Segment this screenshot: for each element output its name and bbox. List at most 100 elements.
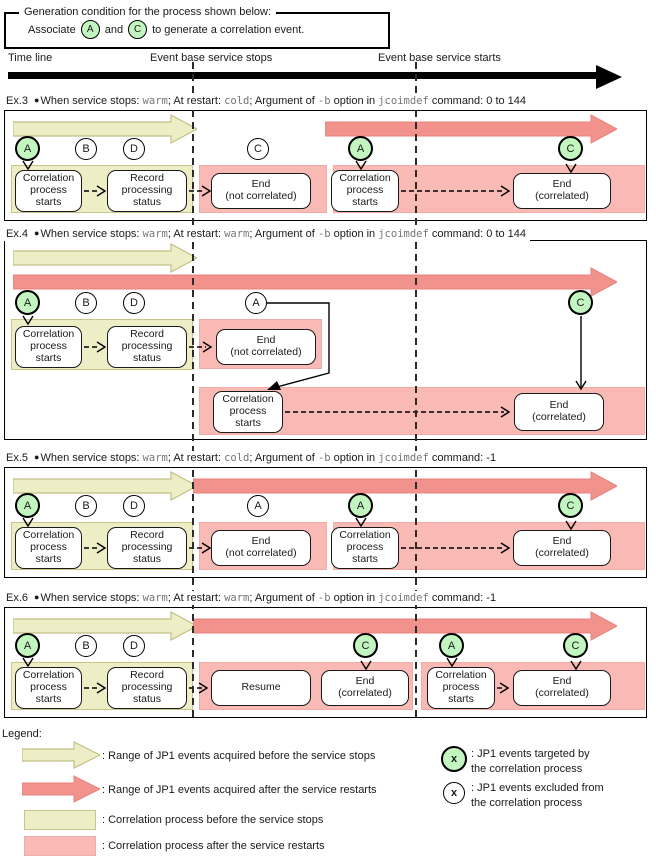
corr-process-starts-box: Correlation process starts (15, 527, 82, 569)
corr-process-starts-box: Correlation process starts (15, 326, 82, 368)
ex4-panel: Correlation process starts Record proces… (4, 240, 647, 440)
command-name: jcoimdef (378, 592, 429, 604)
event-c-circle: C (568, 290, 593, 315)
end-correlated-box: End (correlated) (513, 530, 611, 566)
pink-range-arrow-swatch (22, 775, 100, 803)
after-restart-range-arrow (13, 267, 617, 297)
service-start-dashed-line (415, 62, 417, 718)
option-value: 0 to 144 (486, 95, 527, 107)
label-text: option in (330, 228, 379, 240)
after-restart-range-arrow (193, 611, 617, 641)
condition-text-post: to generate a correlation event. (152, 23, 305, 36)
service-stops-label: Event base service stops (150, 52, 273, 64)
option-name: -b (317, 592, 331, 604)
legend-excluded-label: : JP1 events excluded from the correlati… (471, 782, 604, 809)
corr-process-starts-box: Correlation process starts (331, 170, 399, 212)
yellow-region-swatch (24, 810, 96, 830)
event-b-circle: B (75, 138, 97, 160)
condition-text-mid: and (104, 23, 124, 36)
event-d-circle: D (123, 292, 145, 314)
ex5-panel: Correlation process starts Record proces… (4, 467, 647, 578)
legend-title: Legend: (2, 728, 42, 740)
label-text: ; At restart: (167, 95, 225, 107)
event-a-circle: A (15, 290, 40, 315)
stop-mode: warm (142, 228, 168, 240)
event-b-circle: B (75, 292, 97, 314)
event-b-circle: B (75, 495, 97, 517)
before-stop-range-arrow (13, 114, 197, 144)
event-a-circle: A (439, 633, 464, 658)
event-a-excluded-circle: A (247, 495, 269, 517)
end-not-correlated-box: End (not correlated) (211, 173, 311, 209)
label-text: ; At restart: (167, 228, 225, 240)
event-d-circle: D (123, 635, 145, 657)
before-stop-range-arrow (13, 611, 197, 641)
restart-mode: warm (224, 592, 250, 604)
ex3-number: Ex.3 (6, 95, 29, 107)
event-c-circle: C (558, 136, 583, 161)
yellow-range-arrow-swatch (22, 741, 100, 769)
record-status-box: Record processing status (107, 667, 187, 709)
event-c-excluded-circle: C (247, 138, 269, 160)
legend-before-range-label: : Range of JP1 events acquired before th… (102, 750, 376, 762)
label-text: ; At restart: (167, 592, 225, 604)
stop-mode: warm (142, 95, 168, 107)
restart-mode: warm (224, 228, 250, 240)
label-text: command: (428, 95, 487, 107)
restart-mode: cold (224, 95, 250, 107)
end-correlated-box: End (correlated) (514, 393, 604, 431)
after-restart-range-arrow (325, 114, 617, 144)
ex6-panel: Correlation process starts Record proces… (4, 607, 647, 718)
ex5-label: Ex.5 ●When service stops: warm; At restar… (2, 451, 501, 465)
label-text: When service stops: (40, 452, 143, 464)
option-name: -b (317, 228, 331, 240)
event-d-circle: D (123, 138, 145, 160)
event-c-circle: C (563, 633, 588, 658)
label-text: ; At restart: (167, 452, 225, 464)
label-text: ; Argument of (249, 452, 318, 464)
command-name: jcoimdef (378, 95, 429, 107)
stop-mode: warm (142, 592, 168, 604)
corr-process-starts-box: Correlation process starts (331, 527, 399, 569)
end-not-correlated-box: End (not correlated) (211, 530, 311, 566)
event-c-circle: C (558, 493, 583, 518)
label-text: When service stops: (40, 95, 143, 107)
stop-mode: warm (142, 452, 168, 464)
end-not-correlated-box: End (not correlated) (216, 329, 316, 365)
command-name: jcoimdef (378, 228, 429, 240)
legend-targeted-label: : JP1 events targeted by the correlation… (471, 748, 590, 775)
end-correlated-box: End (correlated) (513, 670, 611, 706)
legend-after-process-label: : Correlation process after the service … (102, 840, 325, 852)
event-d-circle: D (123, 495, 145, 517)
label-text: When service stops: (40, 228, 143, 240)
targeted-event-icon: x (441, 746, 467, 772)
label-text: command: (428, 592, 487, 604)
ex4-number: Ex.4 (6, 228, 29, 240)
timeline-arrow (8, 65, 622, 89)
before-stop-range-arrow (13, 243, 197, 273)
condition-text-pre: Associate (28, 23, 76, 36)
ex3-panel: Correlation process starts Record proces… (4, 110, 647, 221)
option-value: 0 to 144 (486, 228, 527, 240)
event-c-circle: C (353, 633, 378, 658)
option-value: -1 (486, 452, 497, 464)
option-name: -b (317, 95, 331, 107)
event-c-icon: C (128, 20, 148, 39)
pink-region-swatch (24, 836, 96, 856)
ex5-number: Ex.5 (6, 452, 29, 464)
record-status-box: Record processing status (107, 326, 187, 368)
bullet-icon: ● (34, 452, 40, 462)
before-stop-range-arrow (13, 471, 197, 501)
end-correlated-box: End (correlated) (321, 670, 409, 706)
end-correlated-box: End (correlated) (513, 173, 611, 209)
event-a-circle: A (15, 493, 40, 518)
event-a-circle: A (15, 633, 40, 658)
ex6-number: Ex.6 (6, 592, 29, 604)
label-text: command: (428, 228, 487, 240)
after-restart-range-arrow (193, 471, 617, 501)
option-value: -1 (486, 592, 497, 604)
bullet-icon: ● (34, 95, 40, 105)
ex4-label: Ex.4●When service stops: warm; At restar… (2, 227, 531, 241)
timeline-label: Time line (8, 52, 53, 64)
